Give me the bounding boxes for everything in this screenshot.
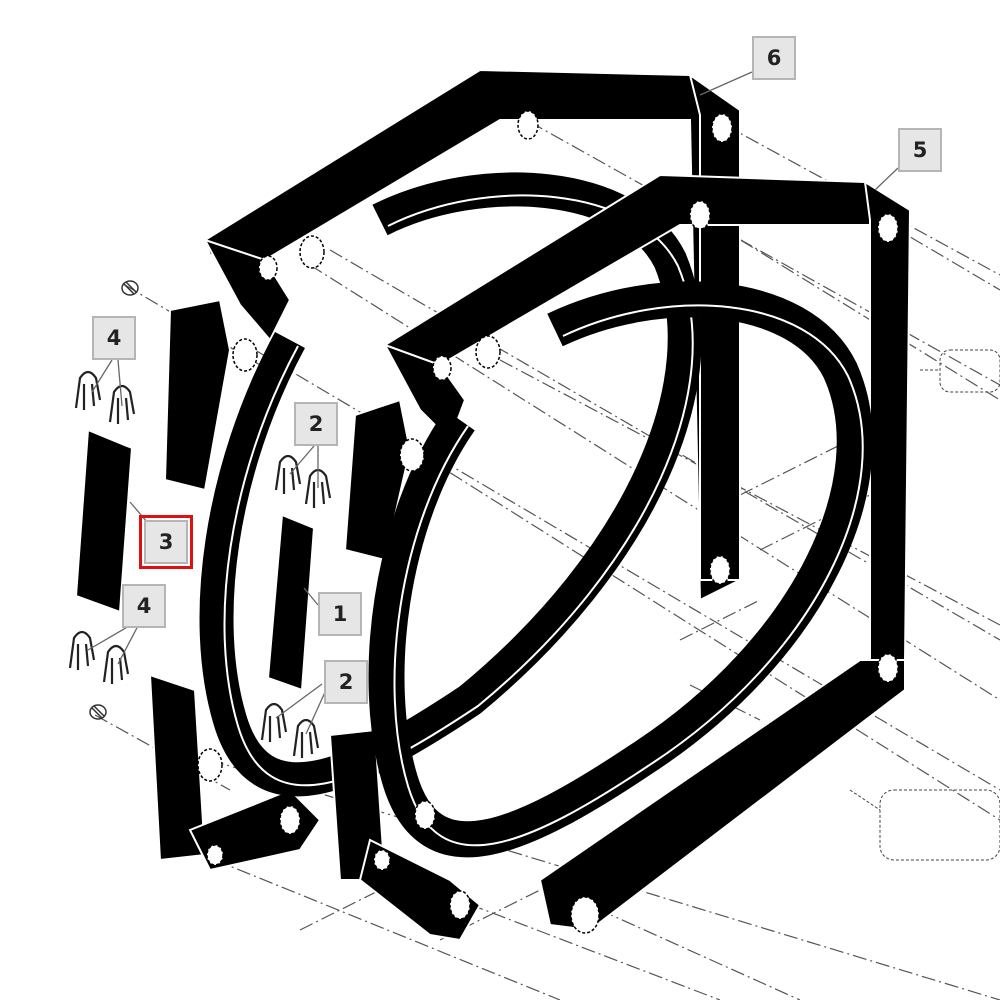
rear-ring bbox=[199, 172, 702, 797]
spring-clips bbox=[68, 370, 332, 758]
clip-4a-1 bbox=[74, 370, 102, 410]
plate-part-3 bbox=[74, 428, 134, 614]
clip-4a-2 bbox=[108, 384, 136, 424]
clip-2b-2 bbox=[292, 718, 320, 758]
screw-top bbox=[121, 280, 139, 296]
callout-3[interactable]: 3 bbox=[139, 515, 193, 569]
front-ring bbox=[368, 281, 873, 858]
clip-4b-1 bbox=[68, 630, 96, 670]
screw-bottom bbox=[89, 704, 107, 720]
plates bbox=[74, 428, 316, 692]
callout-2-bottom[interactable]: 2 bbox=[324, 660, 368, 704]
pins bbox=[849, 349, 1000, 861]
plate-part-1 bbox=[266, 513, 316, 692]
pin-lower bbox=[879, 789, 1000, 861]
clip-2a-1 bbox=[274, 454, 302, 494]
callout-4-top[interactable]: 4 bbox=[92, 316, 136, 360]
callout-2-top[interactable]: 2 bbox=[294, 402, 338, 446]
callout-6[interactable]: 6 bbox=[752, 36, 796, 80]
callout-1[interactable]: 1 bbox=[318, 592, 362, 636]
pin-upper bbox=[939, 349, 1000, 393]
screws bbox=[89, 280, 139, 720]
callout-5[interactable]: 5 bbox=[898, 128, 942, 172]
clip-2b-1 bbox=[260, 702, 288, 742]
callout-4-bottom[interactable]: 4 bbox=[122, 584, 166, 628]
pivot-bushings bbox=[197, 110, 899, 934]
